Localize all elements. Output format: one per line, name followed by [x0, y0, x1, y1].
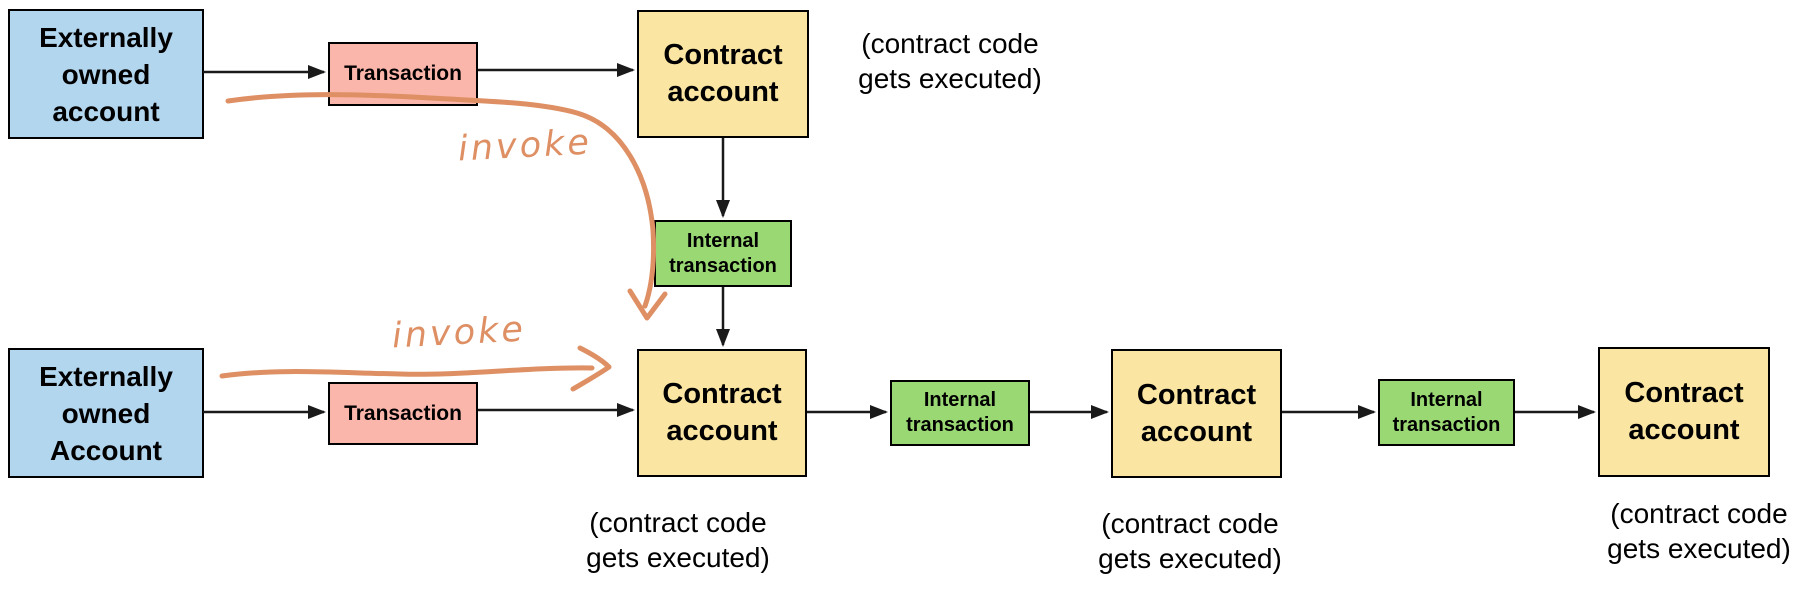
node-contract-account-1: Contract account — [637, 10, 809, 138]
node-label: Internal transaction — [669, 229, 777, 277]
node-label: Contract account — [662, 378, 782, 447]
node-label: Internal transaction — [906, 389, 1014, 436]
invoke-straight-arrowhead — [570, 345, 612, 392]
node-transaction-top: Transaction — [328, 42, 478, 106]
caption-contract-3: (contract code gets executed) — [1098, 508, 1282, 574]
node-label: Externally owned Account — [39, 360, 173, 466]
invoke-curved-arrowhead — [627, 288, 668, 321]
node-label: Externally owned account — [39, 21, 173, 127]
node-internal-transaction-2: Internal transaction — [890, 380, 1030, 446]
node-externally-owned-account-bottom: Externally owned Account — [8, 348, 204, 478]
node-contract-account-2: Contract account — [637, 349, 807, 477]
node-label: Transaction — [344, 401, 462, 425]
node-label: Contract account — [1624, 377, 1744, 446]
node-internal-transaction-1: Internal transaction — [654, 220, 792, 287]
caption-contract-4: (contract code gets executed) — [1607, 498, 1791, 564]
invoke-label-bottom: invoke — [391, 309, 527, 357]
node-transaction-bottom: Transaction — [328, 382, 478, 445]
node-externally-owned-account-top: Externally owned account — [8, 9, 204, 139]
invoke-straight-arrow — [219, 365, 595, 379]
node-contract-account-3: Contract account — [1111, 349, 1282, 478]
node-label: Internal transaction — [1392, 388, 1501, 436]
caption-contract-2: (contract code gets executed) — [586, 507, 770, 573]
node-label: Contract account — [663, 39, 783, 108]
node-label: Contract account — [1136, 378, 1257, 448]
caption-contract-1: (contract code gets executed) — [858, 28, 1042, 94]
node-internal-transaction-3: Internal transaction — [1378, 379, 1515, 446]
node-contract-account-4: Contract account — [1598, 347, 1770, 477]
invoke-label-top: invoke — [457, 122, 593, 170]
node-label: Transaction — [344, 62, 462, 85]
